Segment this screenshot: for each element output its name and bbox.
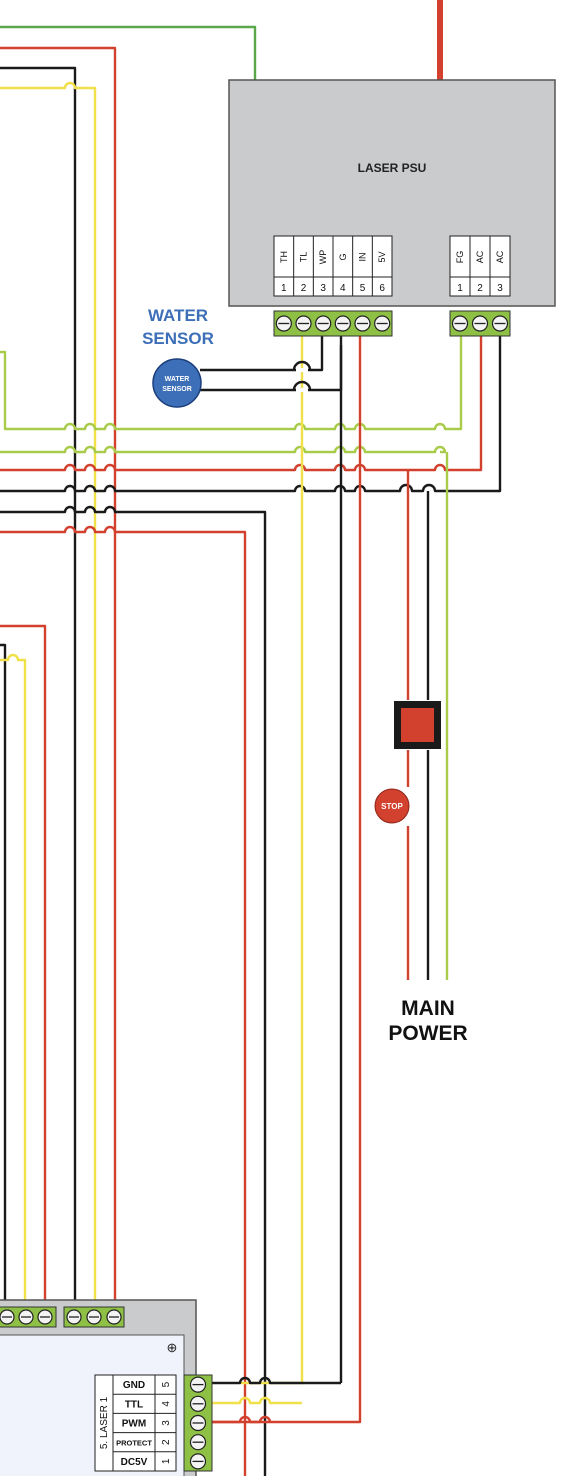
psu-pin-name: AC [475, 250, 485, 263]
wire-yellow-laser-ttl [212, 1396, 302, 1405]
psu-title: LASER PSU [358, 161, 427, 175]
psu-pin-name: TH [279, 251, 289, 263]
wire-hop-yellow-1 [296, 368, 308, 372]
wire-black-psu-wp-a [200, 335, 324, 372]
psu-terminal-block-left [273, 310, 393, 337]
main-power-label-1: MAIN [401, 997, 455, 1020]
laser-group-label: 5. LASER 1 [99, 1396, 110, 1449]
psu-pin-number: 4 [340, 283, 346, 294]
laser-pin-name: TTL [125, 1399, 143, 1410]
water-sensor: WATER SENSOR WATER SENSOR [142, 306, 214, 408]
wire-hop-arc-1 [292, 360, 312, 371]
psu-pin-name: AC [495, 250, 505, 263]
wire-red-lower-left [0, 624, 47, 1307]
laser-pin-name: PWM [122, 1419, 146, 1430]
psu-pin-name: 5V [377, 251, 387, 262]
stop-button: STOP [374, 788, 410, 824]
laser-terminal-block [183, 1374, 213, 1472]
wire-red-psu-in [212, 335, 362, 1424]
wire-red-laser-pwm [212, 1415, 272, 1424]
wire-black-top [0, 66, 77, 1307]
laser-pin-number: 3 [161, 1420, 172, 1426]
laser-pin-name: GND [123, 1380, 145, 1391]
psu-pin-number: 6 [379, 283, 385, 294]
wire-dark-green-top [0, 25, 257, 80]
wire-red-left-2 [0, 525, 247, 1476]
wire-black-psu-wp-b [200, 345, 343, 392]
wire-black-left-1 [0, 335, 502, 493]
wire-black-laser-gnd [212, 1376, 341, 1385]
psu-pin-number: 2 [477, 283, 483, 294]
wire-black-lower-left [0, 643, 7, 1307]
psu-pin-number: 1 [457, 283, 463, 294]
wire-red-left-1 [0, 335, 483, 472]
laser-pin-number: 5 [161, 1381, 172, 1387]
water-sensor-badge-text-2: SENSOR [162, 386, 192, 393]
psu-pin-number: 3 [320, 283, 326, 294]
main-switch [394, 701, 441, 749]
water-sensor-badge-text-1: WATER [165, 376, 190, 383]
psu-pin-name: TL [299, 252, 309, 263]
psu-pin-name: G [338, 253, 348, 260]
psu-pin-number: 2 [301, 283, 307, 294]
laser-pin-number: 4 [161, 1401, 172, 1407]
main-power-label-2: POWER [388, 1022, 467, 1045]
psu-terminal-block-right [449, 310, 511, 337]
wire-red-top [0, 46, 117, 1307]
wire-black-left-2 [0, 505, 267, 1476]
wire-yellow-psu-tl [240, 335, 304, 1385]
wire-yellow-top [0, 81, 97, 1307]
wire-green-left-2 [0, 445, 447, 454]
laser-pin-name: PROTECT [116, 1439, 152, 1448]
water-sensor-label-1: WATER [148, 306, 208, 325]
psu-pin-number: 3 [497, 283, 503, 294]
water-sensor-label-2: SENSOR [142, 329, 214, 348]
stop-label: STOP [381, 802, 403, 811]
water-sensor-badge [152, 358, 202, 408]
wire-hop-arc-2 [292, 380, 312, 391]
wire-yellow-lower-left [0, 653, 27, 1307]
board-plus-icon: ⊕ [167, 1340, 178, 1355]
psu-pin-name: IN [358, 253, 368, 262]
laser-pin-name: DC5V [121, 1457, 148, 1468]
psu-pin-number: 5 [360, 283, 366, 294]
laser-pin-number: 2 [161, 1439, 172, 1445]
psu-pin-table-left: TH 1 TL 2 WP 3 G 4 IN 5 5V 6 [273, 235, 393, 297]
laser-psu: LASER PSU TH 1 TL 2 WP 3 G 4 IN 5 5V 6 FG 1 AC 2 AC 3 [228, 79, 556, 337]
wire-hop-yellow-2 [296, 388, 308, 392]
wire-green-left-1 [0, 335, 463, 431]
psu-pin-name: WP [318, 250, 328, 265]
laser-pin-number: 1 [161, 1458, 172, 1464]
psu-pin-name: FG [455, 251, 465, 264]
board-top-terminals [0, 1306, 125, 1328]
wire-layer [0, 0, 502, 1476]
psu-pin-table-right: FG 1 AC 2 AC 3 [449, 235, 511, 297]
psu-pin-number: 1 [281, 283, 287, 294]
